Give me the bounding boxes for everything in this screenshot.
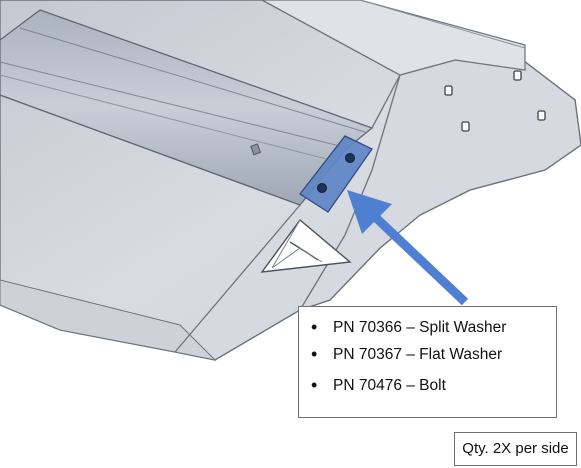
bolt-hole-icon xyxy=(444,85,453,96)
bracket-bolt-hole-lower xyxy=(317,183,327,193)
parts-list-callout: PN 70366 – Split Washer PN 70367 – Flat … xyxy=(298,306,557,418)
end-plate-holes xyxy=(444,70,546,132)
bracket-bolt-hole-upper xyxy=(345,153,355,163)
bolt-hole-icon xyxy=(513,70,522,81)
part-item-bolt: PN 70476 – Bolt xyxy=(311,374,556,397)
part-item-split-washer: PN 70366 – Split Washer xyxy=(311,316,556,339)
pointer-arrow-icon xyxy=(347,190,469,306)
lower-panel xyxy=(0,279,217,361)
bolt-hole-icon xyxy=(461,121,470,132)
rail-pin xyxy=(250,143,262,156)
part-item-flat-washer: PN 70367 – Flat Washer xyxy=(311,343,556,366)
quantity-callout: Qty. 2X per side xyxy=(454,432,577,466)
bolt-hole-icon xyxy=(537,110,546,121)
triangle-cutout-inner xyxy=(271,219,323,269)
parts-list: PN 70366 – Split Washer PN 70367 – Flat … xyxy=(299,307,556,397)
end-plate xyxy=(298,57,581,312)
